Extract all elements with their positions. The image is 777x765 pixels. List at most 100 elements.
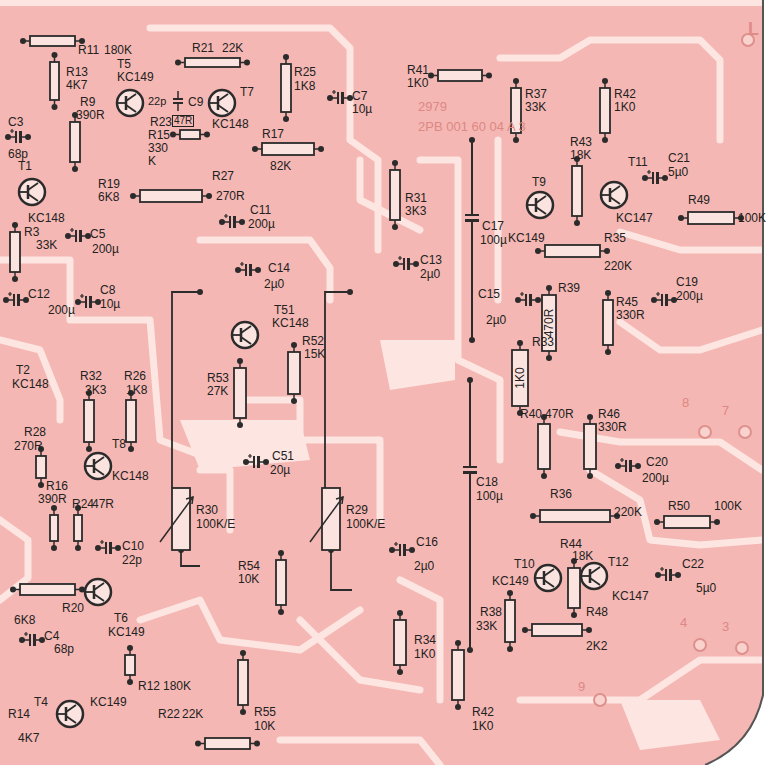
solder-pad (237, 358, 243, 364)
solder-pad (86, 446, 92, 452)
component-value: 470R (543, 309, 555, 338)
solder-pad (283, 116, 289, 122)
part-name: C4 (44, 630, 59, 642)
solder-pad (714, 519, 720, 525)
resistor-symbol (568, 568, 580, 608)
solder-pad (517, 340, 523, 346)
part-name: R20 (62, 602, 84, 614)
component-value: 10µ (352, 103, 372, 115)
capacitor-plate (463, 471, 477, 474)
solder-pad (195, 741, 201, 747)
component-value: KC149 (492, 575, 529, 587)
solder-pad (327, 95, 333, 101)
part-name: R45 (616, 296, 638, 308)
solder-pad (51, 545, 57, 551)
capacitor-symbol (246, 454, 266, 468)
transistor-collector (28, 183, 38, 190)
solder-pad (206, 193, 212, 199)
board-marking: 8 (682, 396, 689, 409)
part-name: R50 (668, 500, 690, 512)
component-value: 1K0 (614, 101, 635, 113)
part-name: C18 (476, 476, 498, 488)
component-value: 68p (54, 643, 74, 655)
capacitor-symbol (618, 458, 638, 472)
track-gap (280, 740, 440, 765)
component-value: 6K8 (14, 614, 35, 626)
track-gap (420, 160, 500, 460)
resistor-symbol (584, 424, 596, 469)
capacitor-plate (463, 466, 477, 468)
component-value: 100µ (480, 234, 507, 246)
resistor-symbol (262, 143, 314, 155)
capacitor-symbol (173, 91, 183, 111)
transistor-lead (535, 577, 544, 579)
resistor-symbol (20, 584, 75, 595)
transistor-symbol (57, 701, 83, 727)
capacitor-lead (469, 380, 471, 467)
resistor-symbol (538, 424, 550, 469)
capacitor-symbol (392, 542, 412, 556)
solder-pad (571, 612, 577, 618)
solder-pad (602, 137, 608, 143)
capacitor-plate (465, 214, 479, 216)
part-name: C9 (188, 96, 203, 108)
solder-pad (655, 572, 661, 578)
track-gap (300, 620, 420, 690)
resistor-symbol (185, 58, 240, 67)
part-name: C13 (420, 254, 442, 266)
solder-pad (5, 134, 11, 140)
transistor-lead (57, 713, 66, 715)
part-name: R29 (346, 504, 368, 516)
solder-pad (651, 297, 657, 303)
transistor-collector (218, 94, 228, 101)
part-name: R37 (525, 88, 547, 100)
component-value: 33K (525, 101, 546, 113)
solder-pad (278, 550, 284, 556)
transistor-emitter (28, 194, 38, 201)
resistor-symbol (603, 300, 613, 345)
board-marking: 3 (722, 620, 729, 633)
component-value: 3K3 (85, 384, 106, 396)
board-edge (705, 0, 763, 765)
solder-pad (95, 545, 101, 551)
transistor-lead (601, 194, 610, 196)
capacitor-symbol (654, 292, 674, 306)
component-value: 220K (614, 506, 642, 518)
resistor-symbol (545, 245, 600, 257)
component-value: 100K (714, 500, 742, 512)
capacitor-lead (471, 140, 473, 215)
component-value: KC149 (90, 696, 127, 708)
capacitor-lead (471, 222, 473, 340)
solder-pad (615, 463, 621, 469)
track-gap (150, 28, 378, 250)
component-value: KC148 (212, 118, 249, 130)
board-outside (705, 695, 777, 765)
resistor-symbol (688, 212, 734, 224)
resistor-symbol (532, 624, 582, 636)
solder-pad (127, 645, 133, 651)
solder-pad (25, 134, 31, 140)
board-marking: 2979 (418, 100, 447, 113)
component-value: 33K (36, 239, 57, 251)
solder-pad (237, 422, 243, 428)
transistor-symbol (535, 565, 561, 591)
solder-pad (397, 669, 403, 675)
capacitor-symbol (22, 632, 42, 646)
component-value: 100K/E (346, 518, 385, 530)
solder-pad (283, 54, 289, 60)
part-name: C10 (122, 540, 144, 552)
transistor-symbol (19, 179, 45, 205)
transistor-emitter (218, 105, 228, 112)
part-name: T10 (514, 558, 535, 570)
solder-pad (12, 276, 18, 282)
board-marking: L (748, 20, 759, 38)
component-value: 270R (14, 440, 43, 452)
component-value: 1K0 (414, 648, 435, 660)
component-value: 10K (238, 573, 259, 585)
transistor-symbol (601, 182, 627, 208)
transistor-lead (19, 191, 28, 193)
capacitor-lead (469, 474, 471, 650)
component-value: 22K (222, 42, 243, 54)
